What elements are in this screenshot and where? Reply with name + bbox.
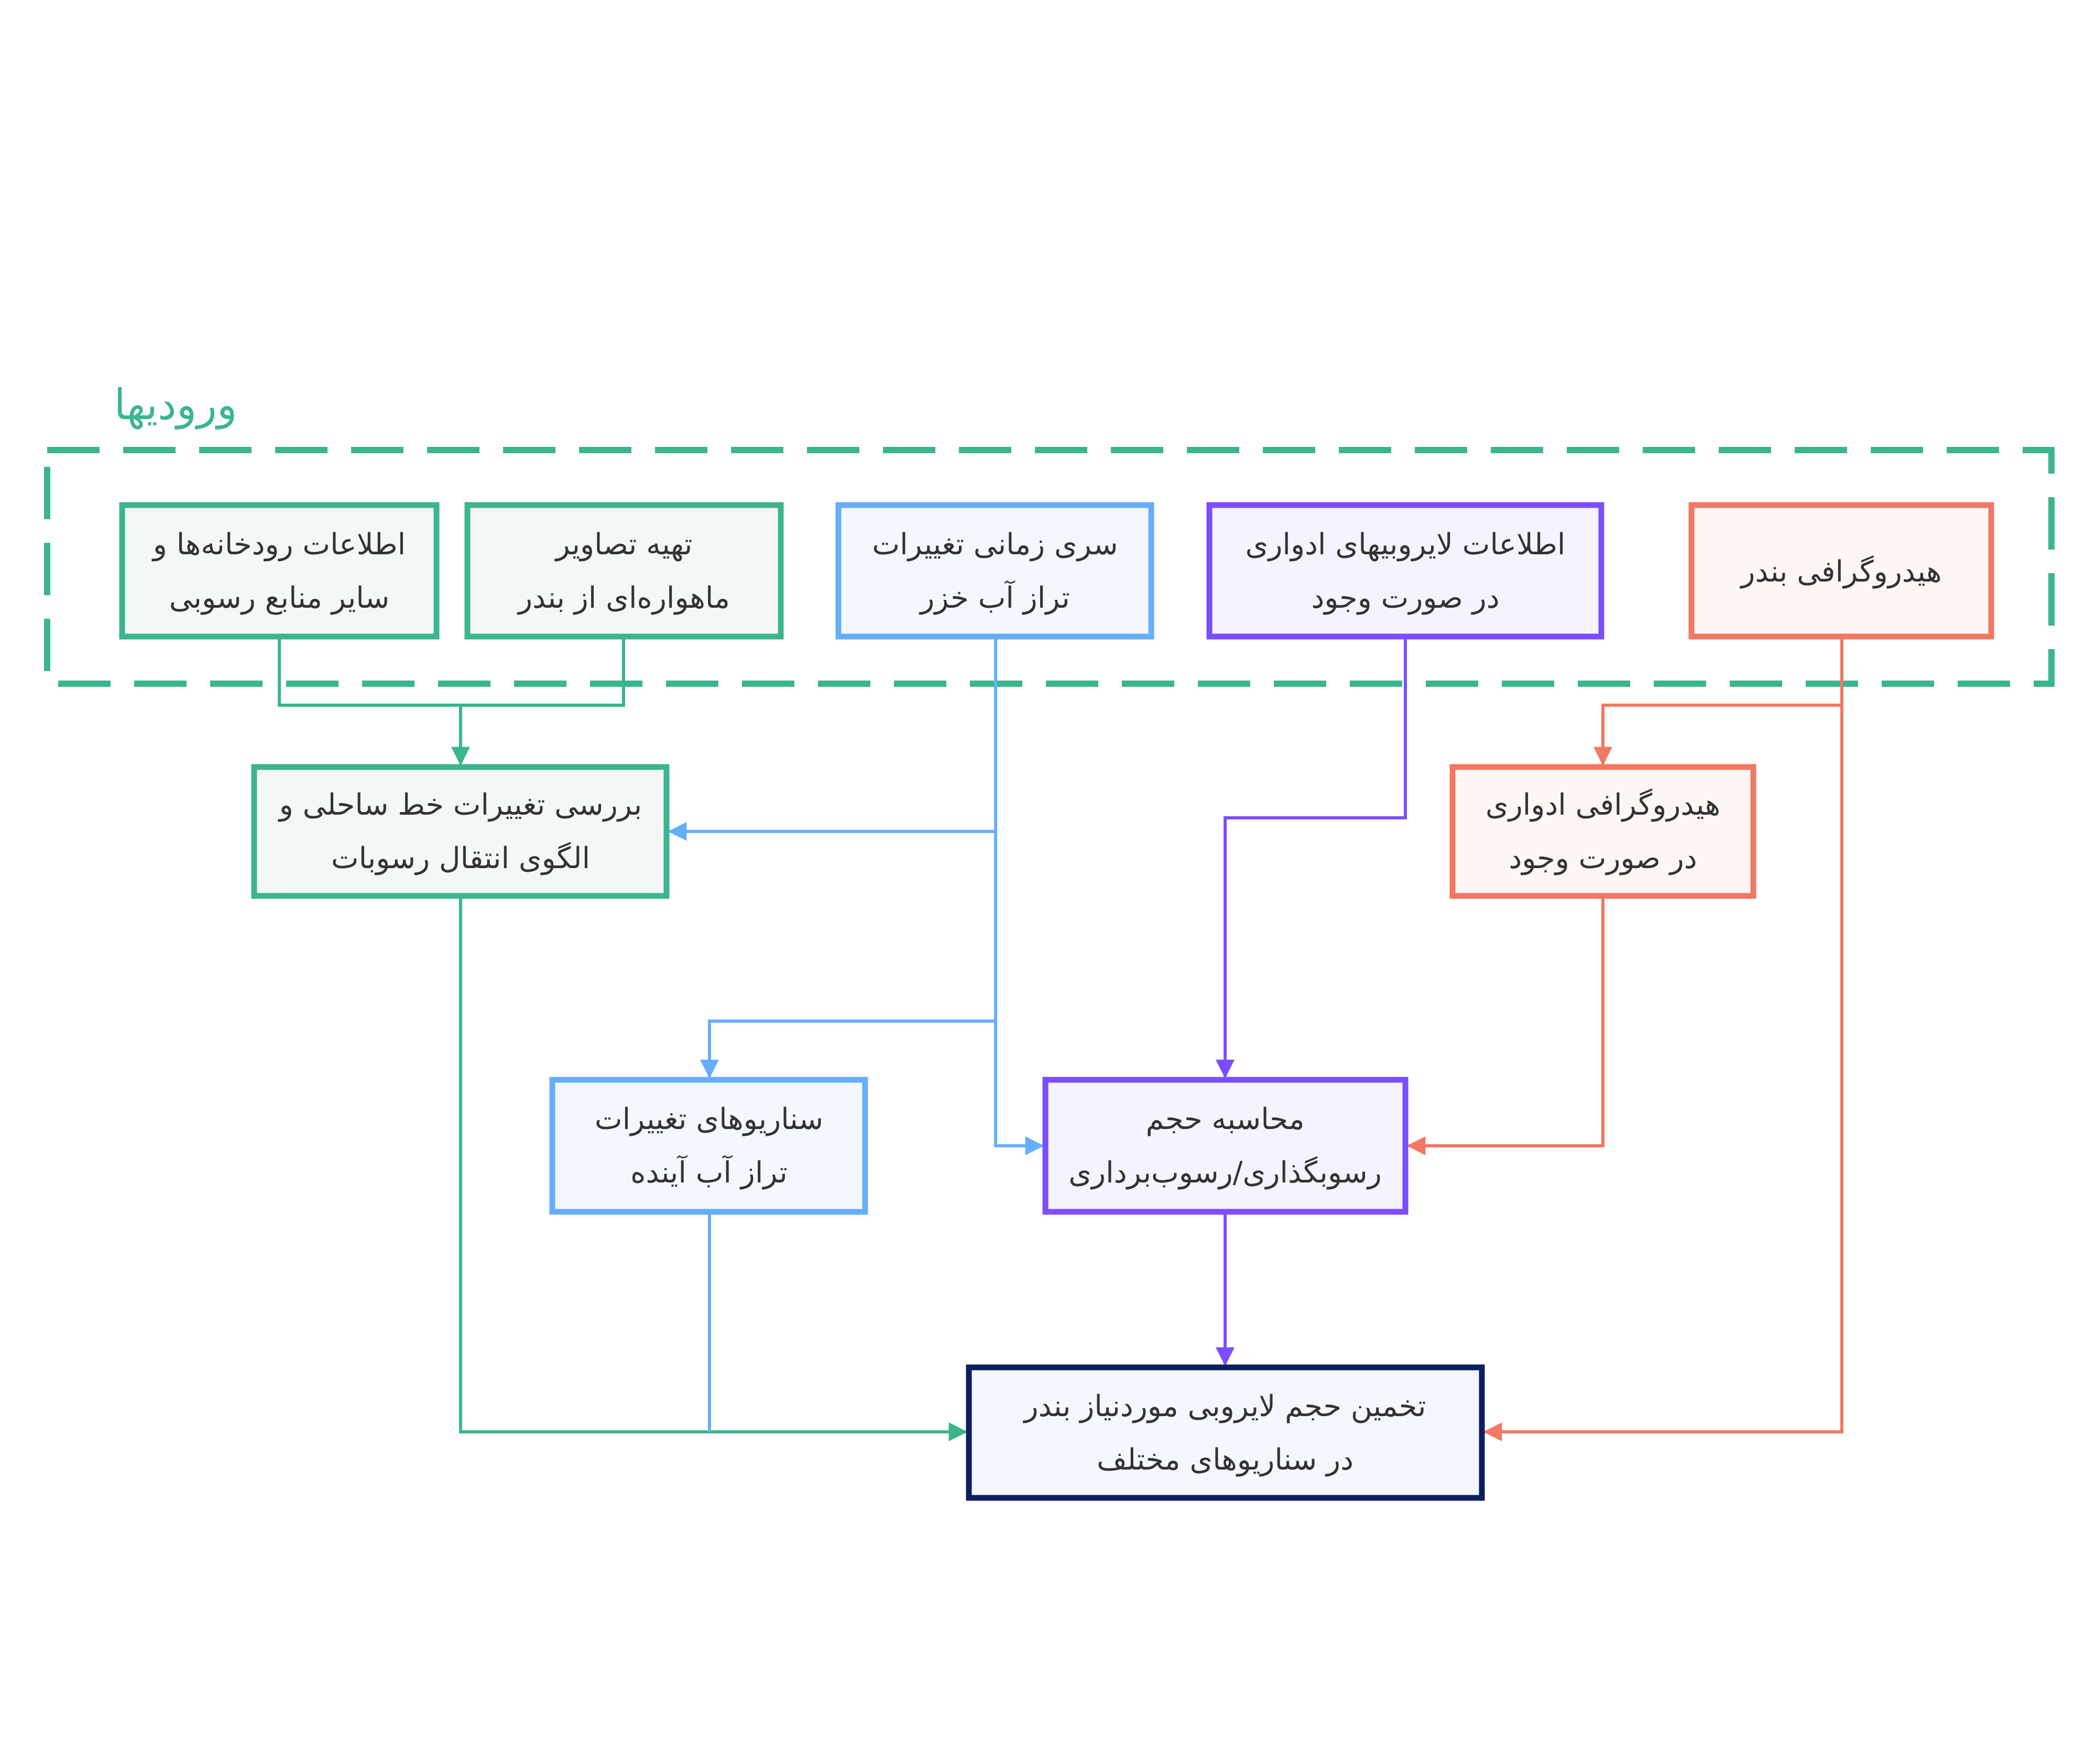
- node-label: ماهواره‌ای از بندر: [517, 581, 730, 615]
- edge-caspian-to-calc: [994, 637, 1044, 1155]
- node-scenarios[interactable]: سناریوهای تغییرات تراز آب آینده: [549, 1077, 868, 1215]
- node-label: اطلاعات رودخانه‌ها و: [151, 528, 406, 562]
- edge-hydro-to-periodic: [1593, 704, 1842, 766]
- node-calc[interactable]: محاسبه حجم رسوبگذاری/رسوب‌برداری: [1042, 1077, 1409, 1215]
- node-label: سناریوهای تغییرات: [595, 1102, 823, 1136]
- node-label: هیدروگرافی بندر: [1739, 555, 1941, 589]
- edges: [278, 637, 1843, 1441]
- node-label: محاسبه حجم: [1146, 1102, 1305, 1136]
- edge-dredging-to-calc: [1216, 637, 1407, 1079]
- node-label: هیدروگرافی ادواری: [1486, 788, 1720, 822]
- node-label: در صورت وجود: [1509, 841, 1697, 875]
- node-label: سایر منابع رسوبی: [169, 581, 390, 615]
- node-hydrography[interactable]: هیدروگرافی بندر: [1688, 502, 1994, 640]
- node-label: تراز آب آینده: [630, 1155, 788, 1190]
- node-label: در صورت وجود: [1311, 581, 1499, 615]
- edge-coastline-to-final: [459, 896, 968, 1441]
- edge-periodic-to-calc: [1406, 896, 1604, 1155]
- node-dredging-data[interactable]: اطلاعات لایروبیهای ادواری در صورت وجود: [1206, 502, 1604, 640]
- node-label: رسوبگذاری/رسوب‌برداری: [1068, 1156, 1382, 1190]
- edge-caspian-to-scenarios: [700, 1020, 996, 1079]
- node-label: اطلاعات لایروبیهای ادواری: [1246, 528, 1566, 562]
- node-label: الگوی انتقال رسوبات: [331, 841, 590, 875]
- node-rivers[interactable]: اطلاعات رودخانه‌ها و سایر منابع رسوبی: [119, 502, 440, 640]
- group-title: ورودیها: [114, 380, 237, 430]
- node-caspian[interactable]: سری زمانی تغییرات تراز آب خزر: [835, 502, 1154, 640]
- node-satellite[interactable]: تهیه تصاویر ماهواره‌ای از بندر: [464, 502, 784, 640]
- node-periodic-hydrography[interactable]: هیدروگرافی ادواری در صورت وجود: [1449, 764, 1756, 899]
- node-label: تخمین حجم لایروبی موردنیاز بندر: [1022, 1389, 1426, 1423]
- node-label: تراز آب خزر: [919, 580, 1070, 615]
- node-label: تهیه تصاویر: [554, 528, 693, 562]
- node-label: بررسی تغییرات خط ساحلی و: [278, 788, 642, 822]
- inputs-group-border: [44, 447, 2055, 687]
- edge-hydro-to-final: [1483, 637, 1843, 1441]
- node-label: در سناریوهای مختلف: [1097, 1443, 1353, 1477]
- node-final[interactable]: تخمین حجم لایروبی موردنیاز بندر در سناری…: [966, 1364, 1485, 1501]
- node-label: سری زمانی تغییرات: [872, 528, 1118, 562]
- edge-inputs-to-coastline: [278, 637, 625, 764]
- node-coastline[interactable]: بررسی تغییرات خط ساحلی و الگوی انتقال رس…: [251, 764, 670, 899]
